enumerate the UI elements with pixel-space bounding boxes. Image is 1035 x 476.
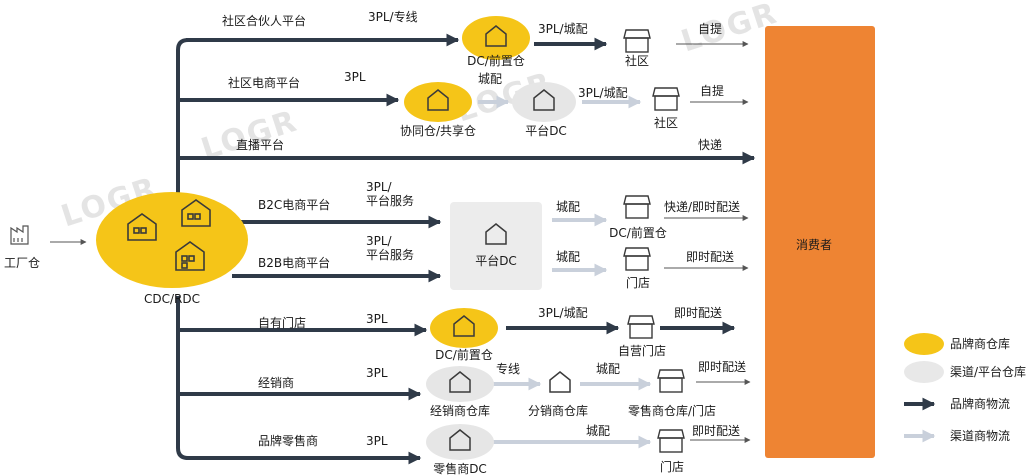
warehouse-house-icon — [533, 89, 555, 111]
b2b-mode1-label: 3PL/ 平台服务 — [366, 234, 415, 262]
warehouse-house-icon — [485, 25, 507, 47]
r2-channel-label: 社区电商平台 — [228, 76, 301, 90]
trunk-lower — [176, 296, 189, 460]
own-channel-label: 自有门店 — [258, 316, 307, 330]
factory-label: 工厂仓 — [4, 256, 41, 270]
dealer-mode3-label: 城配 — [596, 362, 621, 376]
r1-mode1-label: 3PL/专线 — [368, 10, 418, 24]
node-own-dc — [430, 308, 498, 348]
r2-node1-label: 协同仓/共享仓 — [399, 124, 477, 138]
consumer-block — [765, 26, 875, 458]
r2-mode2-label: 城配 — [478, 72, 503, 86]
b2b-store-label: 门店 — [625, 276, 651, 290]
consumer-label: 消费者 — [796, 238, 833, 252]
b2b-last-label: 即时配送 — [686, 250, 735, 264]
cdc-label: CDC/RDC — [144, 292, 200, 306]
r3-last-label: 快递 — [698, 138, 723, 152]
dealer-mode2-label: 专线 — [496, 362, 521, 376]
warehouse-house-icon — [453, 315, 475, 337]
b2c-mode1-label: 3PL/ 平台服务 — [366, 180, 415, 208]
own-mode2-label: 3PL/城配 — [538, 306, 588, 320]
node-r1-dc — [462, 16, 530, 60]
node-platform-dc-square — [450, 202, 542, 290]
legend-brand-warehouse: 品牌商仓库 — [950, 337, 1011, 351]
own-node1-label: DC/前置仓 — [435, 348, 493, 362]
r1-mode2-label: 3PL/城配 — [538, 22, 588, 36]
node-r2-platform-dc — [512, 82, 576, 122]
storefront-icon — [623, 247, 651, 271]
dealer-node1-label: 经销商仓库 — [429, 404, 491, 418]
b2b-channel-label: B2B电商平台 — [258, 256, 331, 270]
b2c-last-label: 快递/即时配送 — [664, 200, 741, 214]
r2-node2-label: 平台DC — [525, 124, 567, 138]
warehouse-house-icon — [449, 371, 471, 393]
cdc-ellipse — [96, 192, 248, 288]
b2b-mode2-label: 城配 — [556, 250, 581, 264]
b2c-channel-label: B2C电商平台 — [258, 198, 331, 212]
retail-node1-label: 零售商DC — [433, 462, 487, 476]
legend-brand-flow: 品牌商物流 — [950, 397, 1011, 411]
dealer-node2-label: 分销商仓库 — [527, 404, 589, 418]
warehouse-house-icon — [549, 371, 571, 393]
r2-store-label: 社区 — [653, 116, 679, 130]
own-last-label: 即时配送 — [674, 306, 723, 320]
warehouse-house-icon — [427, 89, 449, 111]
node-r2-collab — [404, 82, 472, 122]
storefront-icon — [657, 429, 685, 453]
r3-channel-label: 直播平台 — [236, 138, 285, 152]
r2-last-label: 自提 — [700, 84, 725, 98]
warehouse-house-icon — [485, 223, 507, 245]
b2c-store-label: DC/前置仓 — [609, 226, 667, 240]
r2-mode3-label: 3PL/城配 — [578, 86, 628, 100]
r2-mode1-label: 3PL — [344, 70, 366, 84]
retail-mode1-label: 3PL — [366, 434, 388, 448]
retail-channel-label: 品牌零售商 — [258, 434, 319, 448]
legend-channel-flow: 渠道商物流 — [950, 429, 1011, 443]
r1-last-label: 自提 — [698, 22, 723, 36]
dealer-last-label: 即时配送 — [698, 360, 747, 374]
r1-channel-label: 社区合伙人平台 — [222, 14, 307, 28]
storefront-icon — [652, 87, 680, 111]
factory-icon — [10, 225, 29, 245]
node-dealer-wh — [426, 366, 494, 402]
retail-last-label: 即时配送 — [692, 424, 741, 438]
legend-channel-warehouse-swatch — [904, 361, 944, 383]
legend-channel-warehouse: 渠道/平台仓库 — [950, 365, 1027, 379]
dealer-channel-label: 经销商 — [258, 376, 295, 390]
storefront-icon — [623, 195, 651, 219]
dealer-mode1-label: 3PL — [366, 366, 388, 380]
platform-dc-label: 平台DC — [475, 254, 517, 268]
legend-brand-warehouse-swatch — [904, 333, 944, 355]
b2c-mode2-label: 城配 — [556, 200, 581, 214]
retail-store-label: 门店 — [659, 460, 685, 474]
own-store-label: 自营门店 — [617, 344, 667, 358]
r1-store-label: 社区 — [624, 54, 650, 68]
r1-node1-label: DC/前置仓 — [467, 54, 525, 68]
storefront-icon — [627, 315, 655, 339]
warehouse-house-icon — [449, 429, 471, 451]
storefront-icon — [623, 29, 651, 53]
storefront-icon — [657, 369, 685, 393]
own-mode1-label: 3PL — [366, 312, 388, 326]
trunk-upper — [176, 38, 189, 196]
cdc-house-icons — [127, 199, 211, 271]
retail-mode2-label: 城配 — [586, 424, 611, 438]
node-retail-dc — [426, 424, 494, 460]
dealer-store-label: 零售商仓库/门店 — [627, 404, 717, 418]
